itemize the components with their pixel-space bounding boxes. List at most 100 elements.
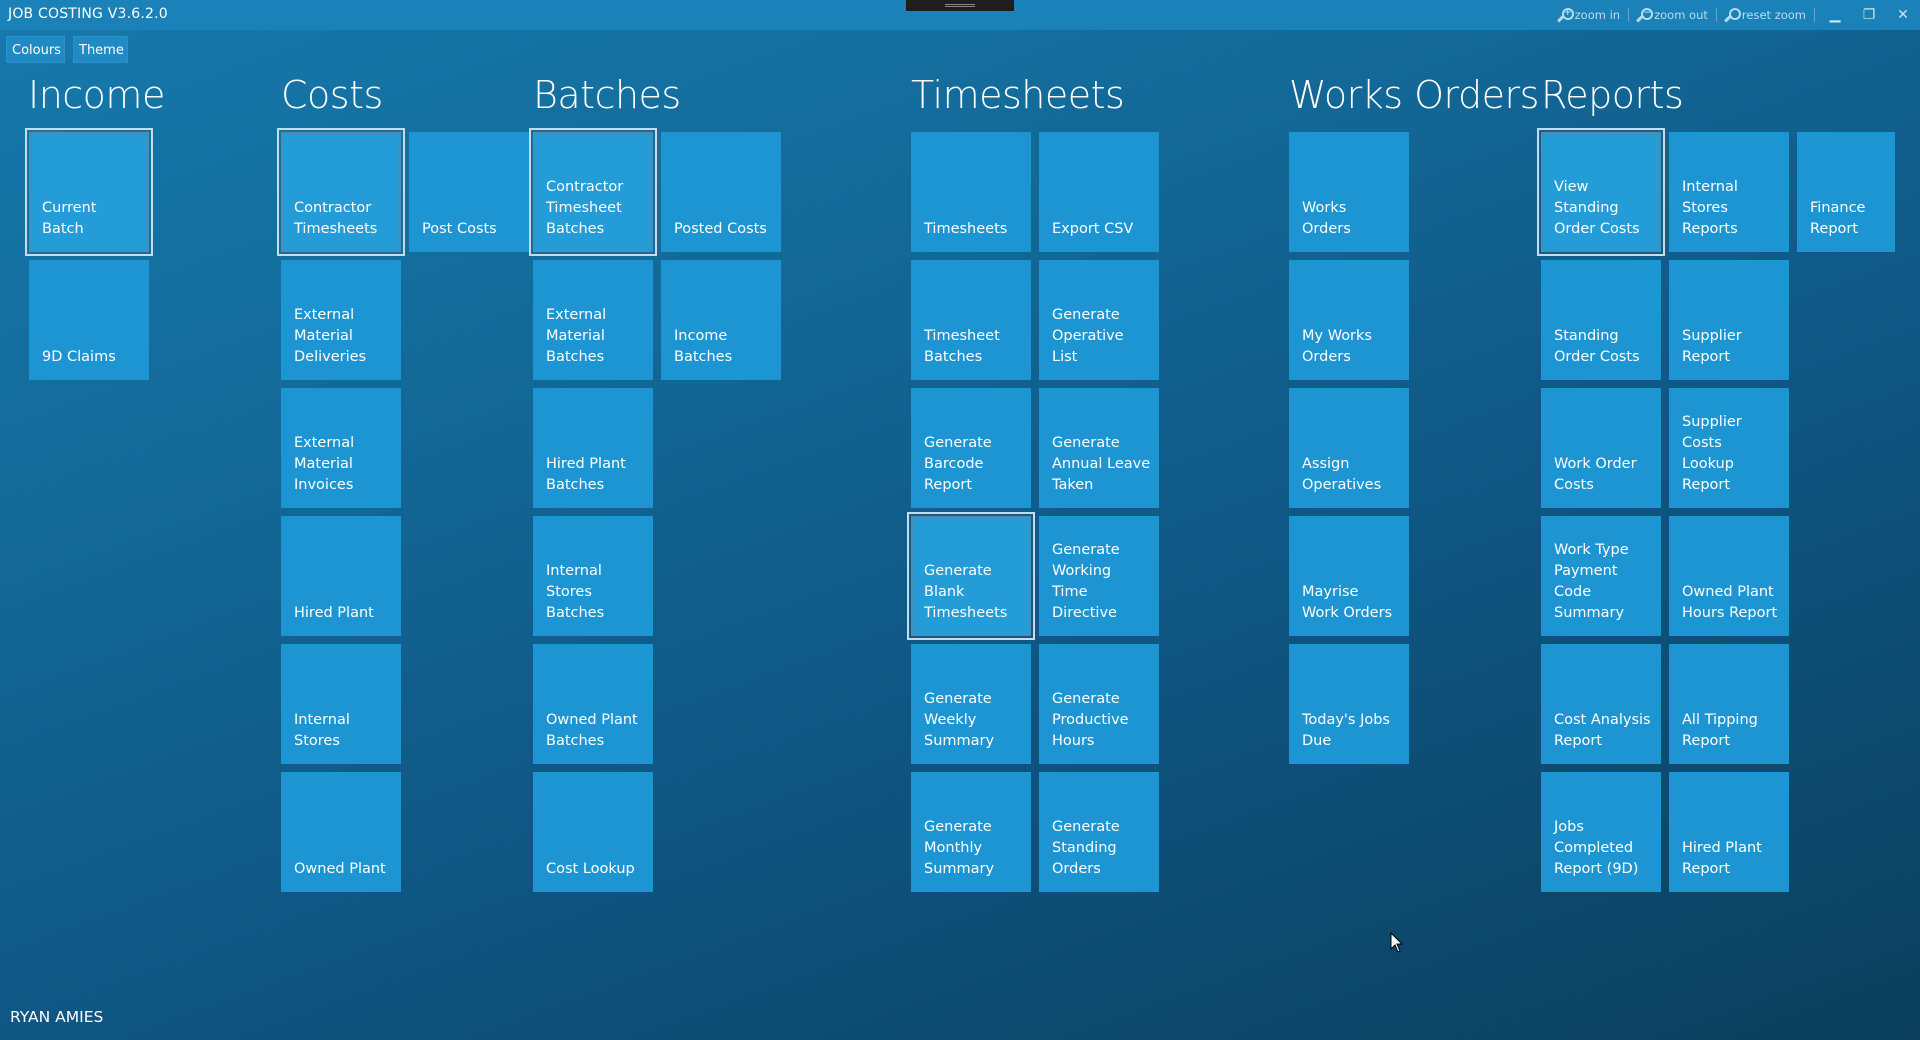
tile-label: Standing Order Costs [1554, 328, 1640, 365]
tile-label: Generate Working Time Directive [1052, 542, 1120, 621]
tile-label: Cost Analysis Report [1554, 712, 1651, 749]
tile-label: Mayrise Work Orders [1302, 584, 1393, 621]
tile-generate-blank-timesheets[interactable]: Generate Blank Timesheets [907, 512, 1035, 640]
tile-9d-claims[interactable]: 9D Claims [29, 260, 149, 380]
tile-generate-barcode-report[interactable]: Generate Barcode Report [911, 388, 1031, 508]
zoom-in-icon: + [1556, 8, 1574, 23]
tile-external-material-batches[interactable]: External Material Batches [533, 260, 653, 380]
tile-supplier-costs-lookup-report[interactable]: Supplier Costs Lookup Report [1669, 388, 1789, 508]
window-tools: + zoom in − zoom out reset zoom ▁ ❐ ✕ [1553, 0, 1920, 30]
tile-posted-costs[interactable]: Posted Costs [661, 132, 781, 252]
section-title-batches: Batches [533, 73, 681, 117]
tile-label: 9D Claims [42, 349, 116, 365]
tile-label: Timesheets [924, 221, 1008, 237]
tile-contractor-timesheets[interactable]: Contractor Timesheets [277, 128, 405, 256]
theme-button[interactable]: Theme [73, 36, 128, 63]
restore-button[interactable]: ❐ [1852, 7, 1886, 23]
tile-timesheets[interactable]: Timesheets [911, 132, 1031, 252]
tile-all-tipping-report[interactable]: All Tipping Report [1669, 644, 1789, 764]
tile-external-material-deliveries[interactable]: External Material Deliveries [281, 260, 401, 380]
tile-internal-stores[interactable]: Internal Stores [281, 644, 401, 764]
current-user: RYAN AMIES [10, 1008, 104, 1026]
tile-mayrise-work-orders[interactable]: Mayrise Work Orders [1289, 516, 1409, 636]
tile-internal-stores-reports[interactable]: Internal Stores Reports [1669, 132, 1789, 252]
reset-zoom-icon [1724, 8, 1741, 23]
tile-income-batches[interactable]: Income Batches [661, 260, 781, 380]
separator [1814, 8, 1815, 22]
section-title-income: Income [28, 73, 165, 117]
zoom-in-button[interactable]: + zoom in [1553, 8, 1625, 23]
tile-works-orders[interactable]: Works Orders [1289, 132, 1409, 252]
zoom-out-button[interactable]: − zoom out [1632, 8, 1713, 23]
tile-export-csv[interactable]: Export CSV [1039, 132, 1159, 252]
tile-label: Work Type Payment Code Summary [1554, 542, 1629, 621]
section-title-works-orders: Works Orders [1289, 73, 1539, 117]
reset-zoom-button[interactable]: reset zoom [1720, 8, 1811, 23]
reset-zoom-label: reset zoom [1741, 8, 1806, 22]
tile-label: Contractor Timesheets [294, 200, 378, 237]
tile-label: Generate Barcode Report [924, 435, 992, 493]
colours-button[interactable]: Colours [6, 36, 65, 63]
tile-jobs-completed-report-9d[interactable]: Jobs Completed Report (9D) [1541, 772, 1661, 892]
tile-generate-monthly-summary[interactable]: Generate Monthly Summary [911, 772, 1031, 892]
tile-timesheet-batches[interactable]: Timesheet Batches [911, 260, 1031, 380]
tile-generate-annual-leave-taken[interactable]: Generate Annual Leave Taken [1039, 388, 1159, 508]
drag-handle[interactable] [906, 0, 1014, 11]
tile-generate-operative-list[interactable]: Generate Operative List [1039, 260, 1159, 380]
tile-label: Assign Operatives [1302, 456, 1382, 493]
tile-finance-report[interactable]: Finance Report [1797, 132, 1895, 252]
tile-todays-jobs-due[interactable]: Today's Jobs Due [1289, 644, 1409, 764]
tile-label: External Material Invoices [294, 435, 355, 493]
close-button[interactable]: ✕ [1886, 7, 1920, 23]
tile-owned-plant-hours-report[interactable]: Owned Plant Hours Report [1669, 516, 1789, 636]
tile-label: View Standing Order Costs [1554, 179, 1640, 237]
tile-hired-plant-batches[interactable]: Hired Plant Batches [533, 388, 653, 508]
tile-label: All Tipping Report [1682, 712, 1758, 749]
tile-hired-plant[interactable]: Hired Plant [281, 516, 401, 636]
tile-post-costs[interactable]: Post Costs [409, 132, 529, 252]
minimize-button[interactable]: ▁ [1818, 7, 1852, 23]
tile-my-works-orders[interactable]: My Works Orders [1289, 260, 1409, 380]
tile-internal-stores-batches[interactable]: Internal Stores Batches [533, 516, 653, 636]
tile-label: Works Orders [1302, 200, 1351, 237]
tile-label: Hired Plant Report [1682, 840, 1762, 877]
tile-label: Hired Plant [294, 605, 374, 621]
zoom-in-label: zoom in [1574, 8, 1621, 22]
restore-icon: ❐ [1862, 7, 1876, 23]
tile-generate-productive-hours[interactable]: Generate Productive Hours [1039, 644, 1159, 764]
tile-generate-working-time-directive[interactable]: Generate Working Time Directive [1039, 516, 1159, 636]
tile-label: Work Order Costs [1554, 456, 1637, 493]
tile-generate-weekly-summary[interactable]: Generate Weekly Summary [911, 644, 1031, 764]
tile-label: Export CSV [1052, 221, 1134, 237]
tile-contractor-timesheet-batches[interactable]: Contractor Timesheet Batches [529, 128, 657, 256]
tile-assign-operatives[interactable]: Assign Operatives [1289, 388, 1409, 508]
tile-label: Cost Lookup [546, 861, 635, 877]
tile-label: Owned Plant Batches [546, 712, 638, 749]
minimize-icon: ▁ [1829, 7, 1841, 23]
title-bar: JOB COSTING V3.6.2.0 + zoom in − zoom ou… [0, 0, 1920, 30]
tile-work-type-payment-code-summary[interactable]: Work Type Payment Code Summary [1541, 516, 1661, 636]
tile-view-standing-order-costs[interactable]: View Standing Order Costs [1537, 128, 1665, 256]
tile-label: Posted Costs [674, 221, 767, 237]
tile-cost-lookup[interactable]: Cost Lookup [533, 772, 653, 892]
tile-standing-order-costs[interactable]: Standing Order Costs [1541, 260, 1661, 380]
tile-owned-plant-batches[interactable]: Owned Plant Batches [533, 644, 653, 764]
close-icon: ✕ [1897, 7, 1909, 23]
tile-label: Internal Stores [294, 712, 350, 749]
tile-cost-analysis-report[interactable]: Cost Analysis Report [1541, 644, 1661, 764]
tile-label: Supplier Report [1682, 328, 1742, 365]
section-title-reports: Reports [1541, 73, 1684, 117]
tile-hired-plant-report[interactable]: Hired Plant Report [1669, 772, 1789, 892]
tile-supplier-report[interactable]: Supplier Report [1669, 260, 1789, 380]
tile-work-order-costs[interactable]: Work Order Costs [1541, 388, 1661, 508]
tile-external-material-invoices[interactable]: External Material Invoices [281, 388, 401, 508]
tile-label: Generate Operative List [1052, 307, 1124, 365]
tile-generate-standing-orders[interactable]: Generate Standing Orders [1039, 772, 1159, 892]
tile-owned-plant[interactable]: Owned Plant [281, 772, 401, 892]
tile-label: Income Batches [674, 328, 733, 365]
tile-label: Generate Productive Hours [1052, 691, 1129, 749]
tile-current-batch[interactable]: Current Batch [25, 128, 153, 256]
separator [1628, 8, 1630, 22]
tile-label: Owned Plant [294, 861, 386, 877]
tile-label: Contractor Timesheet Batches [546, 179, 624, 237]
